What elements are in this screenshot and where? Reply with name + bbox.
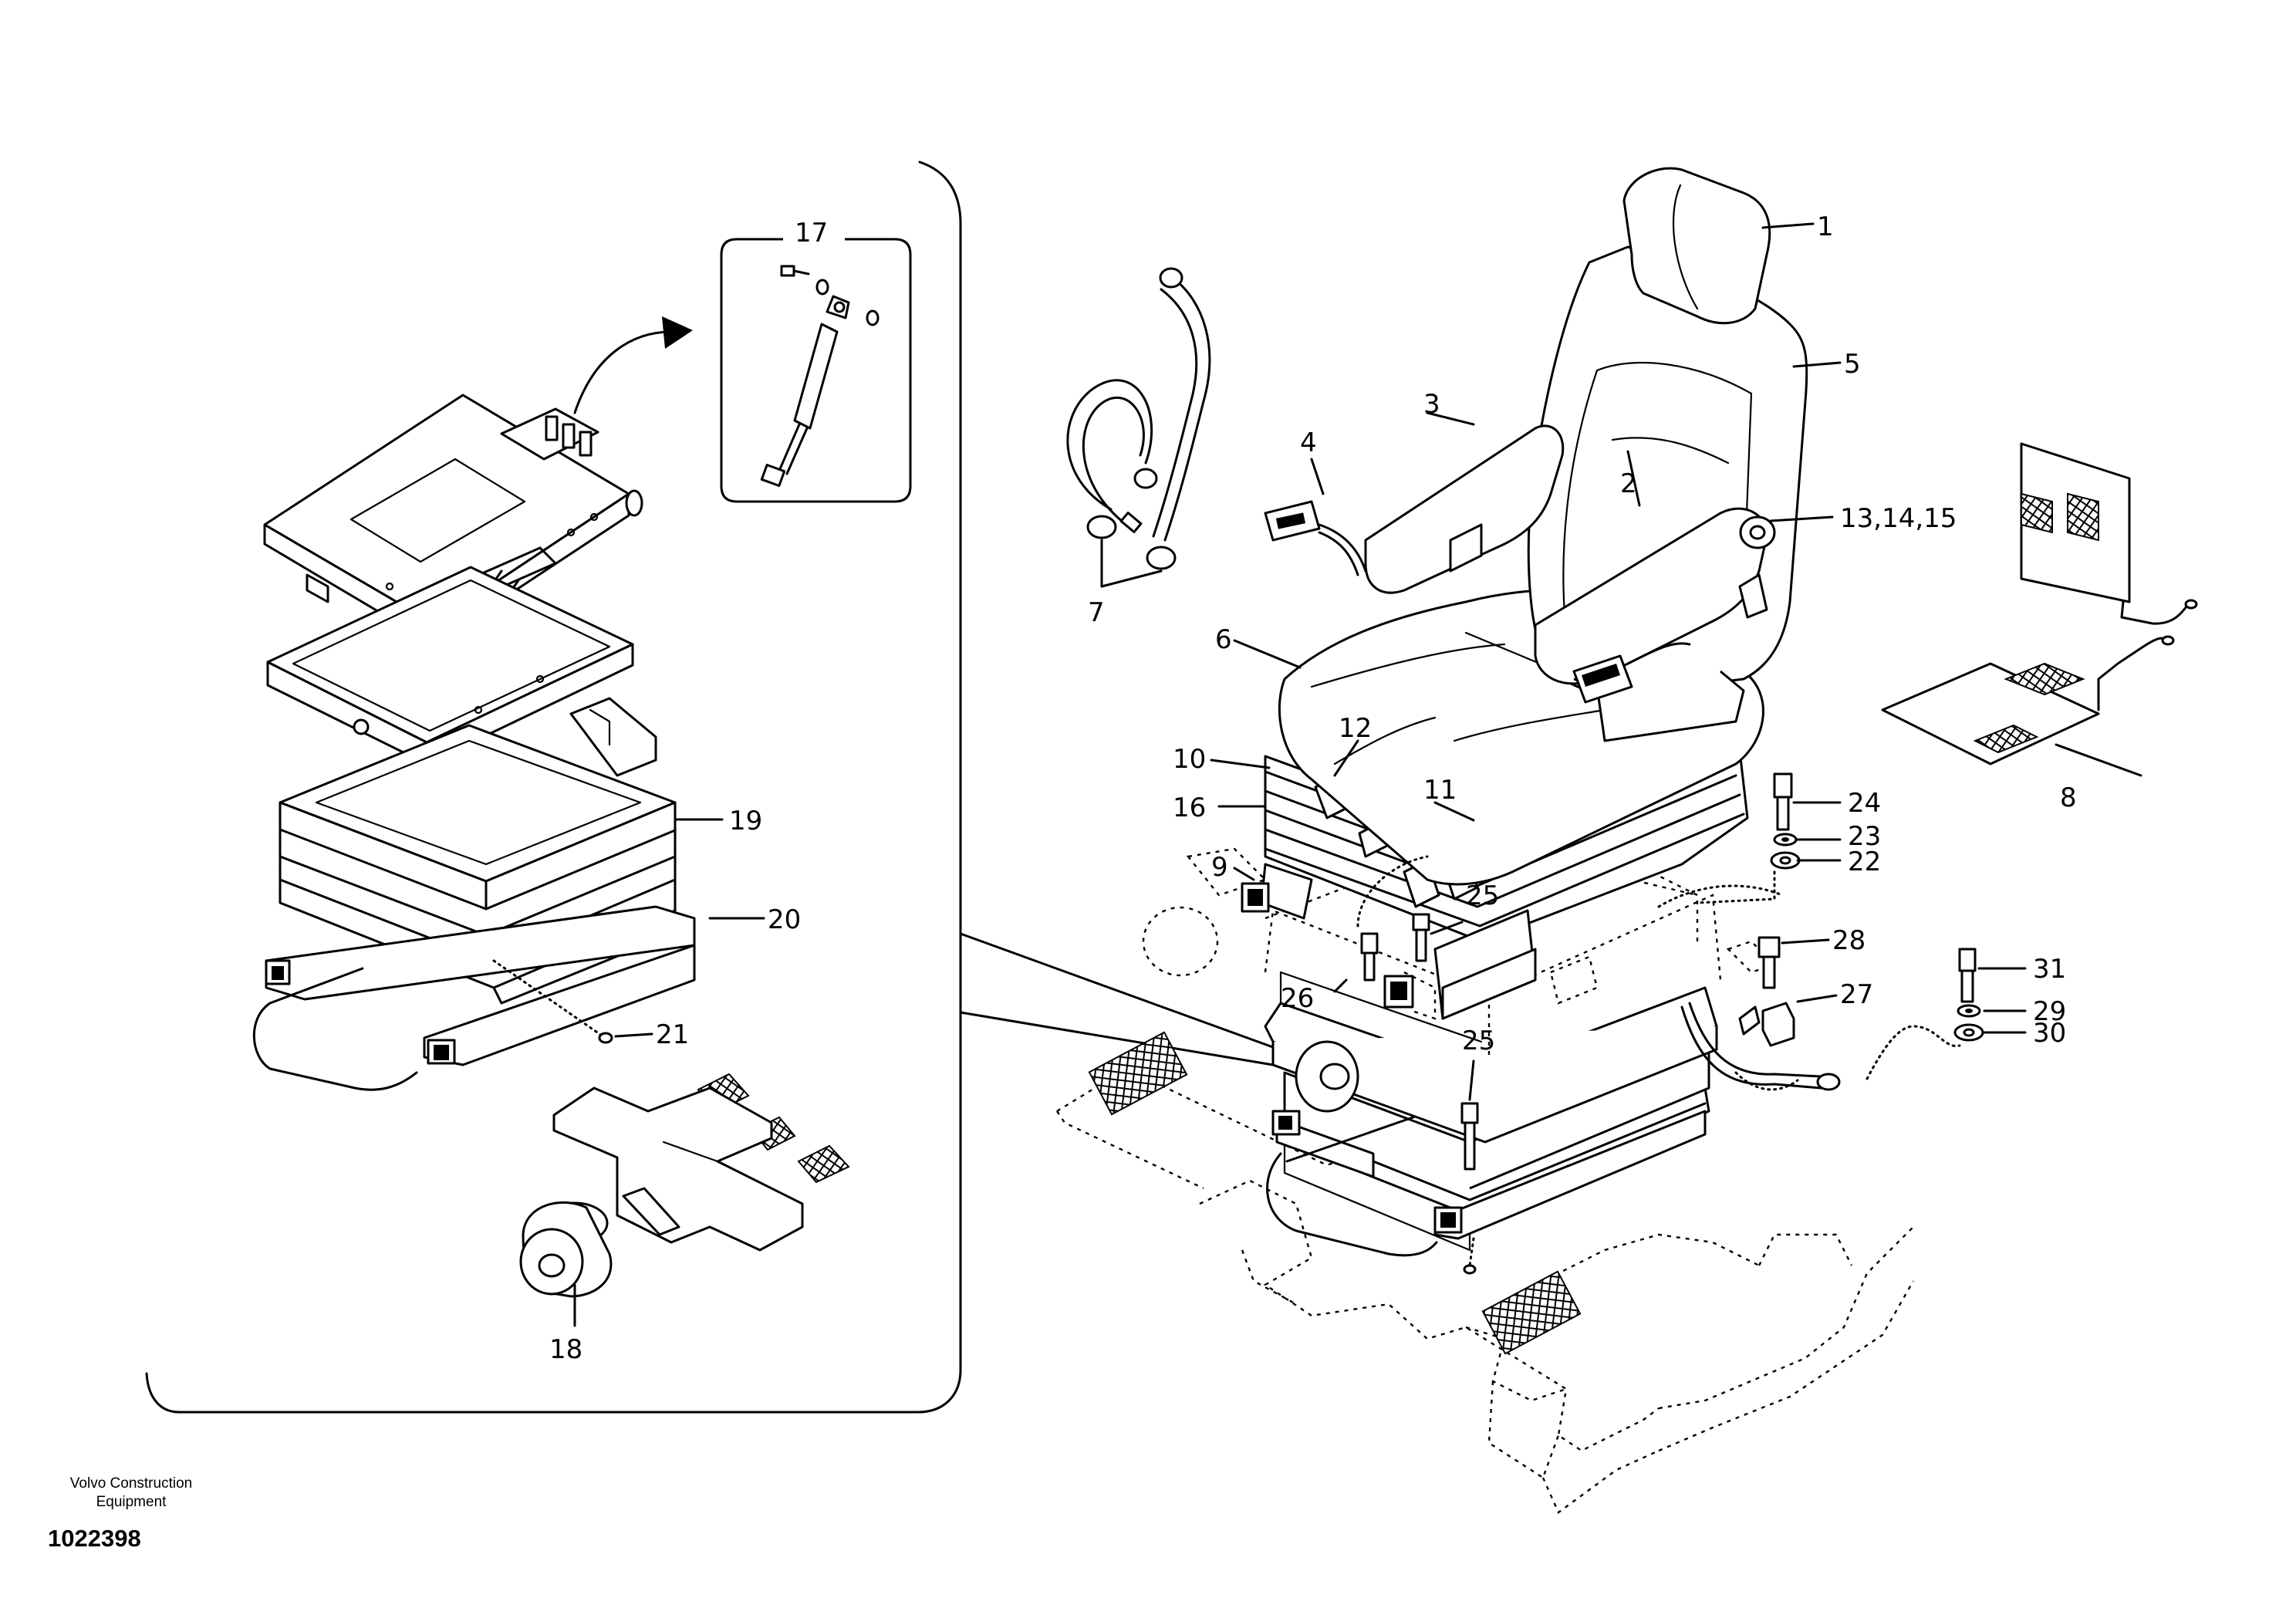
callout-24: 24 [1848, 788, 1881, 819]
gas-spring-detail [720, 224, 912, 503]
seat-heater-mat [1881, 442, 2198, 765]
callout-29: 29 [2033, 996, 2066, 1027]
callout-31: 31 [2033, 954, 2066, 985]
height-adjust-plate [552, 1086, 804, 1252]
callout-30: 30 [2033, 1018, 2066, 1049]
callout-20: 20 [768, 904, 801, 935]
suspension-housing [279, 697, 677, 1005]
callout-27: 27 [1840, 979, 1873, 1010]
slide-rails-detail [252, 905, 696, 1091]
callout-22: 22 [1848, 846, 1881, 877]
hardware-28 [1757, 936, 1781, 989]
callout-28: 28 [1832, 925, 1866, 956]
callout-18: 18 [549, 1334, 582, 1365]
seat-suspension [1142, 840, 1777, 1144]
callout-23: 23 [1848, 821, 1881, 852]
callout-26: 26 [1281, 983, 1314, 1014]
right-armrest [1534, 507, 1768, 685]
callout-17: 17 [795, 218, 828, 248]
drawing-number: 1022398 [48, 1525, 141, 1552]
hardware-26-25 [1356, 855, 1479, 1171]
seat-headrest [1622, 167, 1771, 325]
company-name-line1: Volvo Construction [70, 1475, 192, 1492]
callout-11: 11 [1423, 775, 1457, 806]
callout-21: 21 [656, 1019, 689, 1050]
callout-3: 3 [1423, 389, 1440, 420]
callout-labels: 1 2 3 4 5 6 7 8 9 10 11 12 13,14,15 16 1… [549, 211, 2077, 1365]
callout-7: 7 [1088, 597, 1105, 628]
hardware-31-30 [1953, 948, 1984, 1042]
callout-5: 5 [1844, 349, 1861, 380]
callout-4: 4 [1300, 427, 1317, 458]
callout-2: 2 [1620, 468, 1637, 499]
callout-1: 1 [1817, 211, 1834, 242]
callout-19: 19 [729, 806, 762, 836]
callout-13-14-15: 13,14,15 [1840, 503, 1957, 534]
block-27 [1761, 1002, 1795, 1047]
inset-leader-lower [959, 1011, 1275, 1066]
callout-6: 6 [1215, 624, 1232, 655]
adjuster-knob-detail [519, 1187, 680, 1298]
callout-8: 8 [2060, 782, 2077, 813]
callout-12: 12 [1339, 713, 1372, 744]
hardware-24-22 [1696, 772, 1801, 904]
company-name-line2: Equipment [96, 1494, 167, 1510]
seat-belt [1264, 500, 1691, 704]
callout-16: 16 [1173, 792, 1206, 823]
detail-arrow [573, 330, 673, 414]
seat-harness [1657, 884, 1961, 1091]
callout-25-upper: 25 [1466, 880, 1499, 911]
inset-leader-upper [959, 932, 1298, 1057]
left-armrest [1364, 424, 1565, 594]
callout-leaders [573, 222, 2142, 1327]
detail-inset-border [145, 161, 962, 1414]
callout-9: 9 [1211, 852, 1228, 883]
ground-straps [1066, 267, 1211, 588]
callout-10: 10 [1173, 744, 1206, 775]
callout-25-lower: 25 [1462, 1026, 1495, 1056]
